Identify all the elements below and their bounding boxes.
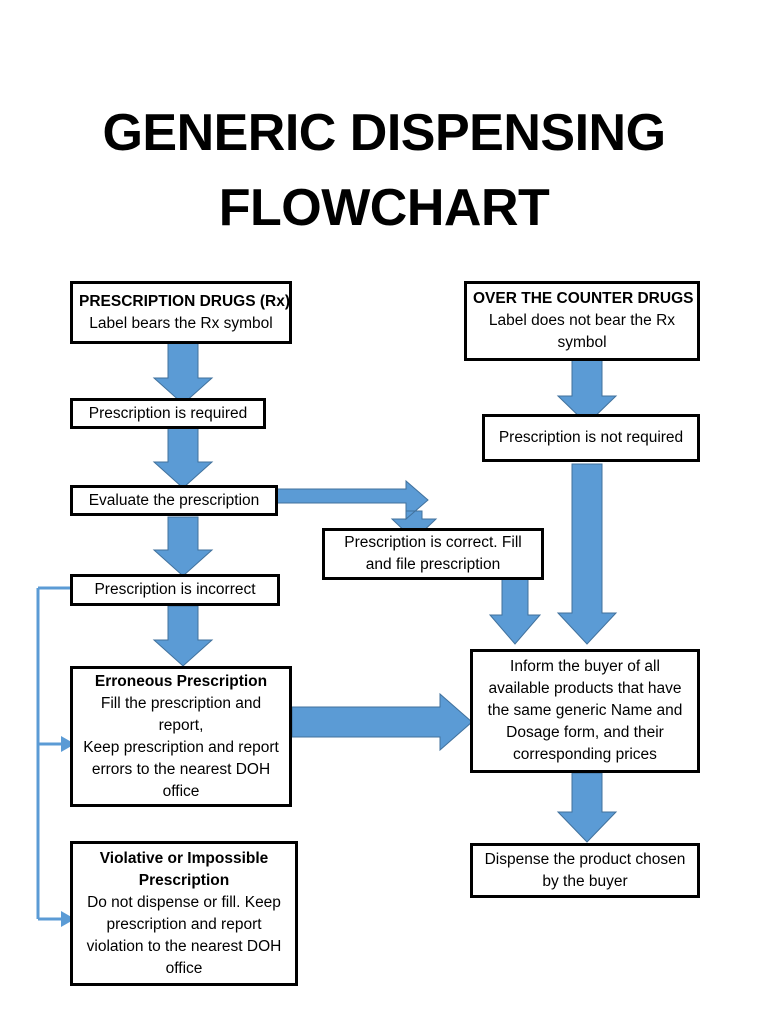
connector-incorrect-to-erroneous-down xyxy=(152,605,214,667)
node-erroneous-prescription-heading: Erroneous Prescription xyxy=(94,672,268,690)
node-otc-drugs-body: Label does not bear the Rx symbol xyxy=(488,312,676,351)
node-erroneous-prescription[interactable]: Erroneous Prescription Fill the prescrip… xyxy=(70,666,292,807)
node-violative-prescription-heading: Violative or Impossible Prescription xyxy=(99,849,269,889)
node-violative-prescription-body: Do not dispense or fill. Keep prescripti… xyxy=(86,893,282,977)
node-prescription-required[interactable]: Prescription is required xyxy=(70,398,266,429)
connector-rx-to-required xyxy=(152,342,214,405)
node-prescription-drugs-body: Label bears the Rx symbol xyxy=(89,314,273,332)
node-prescription-incorrect-body: Prescription is incorrect xyxy=(94,581,256,598)
node-dispense-product[interactable]: Dispense the product chosen by the buyer xyxy=(470,843,700,898)
connector-incorrect-left-rail xyxy=(36,586,75,927)
connector-evaluate-to-incorrect xyxy=(152,516,214,577)
connector-erroneous-to-inform xyxy=(291,692,473,752)
node-erroneous-prescription-line-2: Keep prescription and report errors to t… xyxy=(83,738,279,800)
node-prescription-correct-body: Prescription is correct. Fill and file p… xyxy=(344,534,522,573)
node-dispense-product-body: Dispense the product chosen by the buyer xyxy=(484,850,686,890)
page-title: GENERIC DISPENSING FLOWCHART xyxy=(0,96,768,247)
node-prescription-required-body: Prescription is required xyxy=(88,404,248,422)
node-prescription-drugs[interactable]: PRESCRIPTION DRUGS (Rx) Label bears the … xyxy=(70,281,292,344)
connector-not-required-to-inform xyxy=(556,463,618,645)
connector-correct-to-inform xyxy=(488,577,542,645)
node-inform-buyer-body: Inform the buyer of all available produc… xyxy=(487,658,683,763)
node-evaluate-prescription-body: Evaluate the prescription xyxy=(88,491,260,509)
node-violative-prescription[interactable]: Violative or Impossible Prescription Do … xyxy=(70,841,298,986)
node-prescription-not-required[interactable]: Prescription is not required xyxy=(482,414,700,462)
node-prescription-not-required-body: Prescription is not required xyxy=(498,429,684,446)
node-prescription-drugs-heading: PRESCRIPTION DRUGS (Rx) xyxy=(79,292,290,310)
node-otc-drugs[interactable]: OVER THE COUNTER DRUGS Label does not be… xyxy=(464,281,700,361)
node-prescription-incorrect[interactable]: Prescription is incorrect xyxy=(70,574,280,606)
connector-inform-to-dispense xyxy=(556,772,618,843)
node-evaluate-prescription[interactable]: Evaluate the prescription xyxy=(70,485,278,516)
node-erroneous-prescription-line-1: Fill the prescription and report, xyxy=(100,694,262,734)
node-prescription-correct[interactable]: Prescription is correct. Fill and file p… xyxy=(322,528,544,580)
node-otc-drugs-heading: OVER THE COUNTER DRUGS xyxy=(473,290,694,307)
page-title-line-1: GENERIC DISPENSING xyxy=(102,104,666,162)
page-title-line-2: FLOWCHART xyxy=(218,179,550,238)
connector-required-to-evaluate xyxy=(152,426,214,489)
connector-otc-to-not-required xyxy=(556,359,618,425)
node-inform-buyer[interactable]: Inform the buyer of all available produc… xyxy=(470,649,700,773)
connector-evaluate-to-correct xyxy=(275,479,438,541)
